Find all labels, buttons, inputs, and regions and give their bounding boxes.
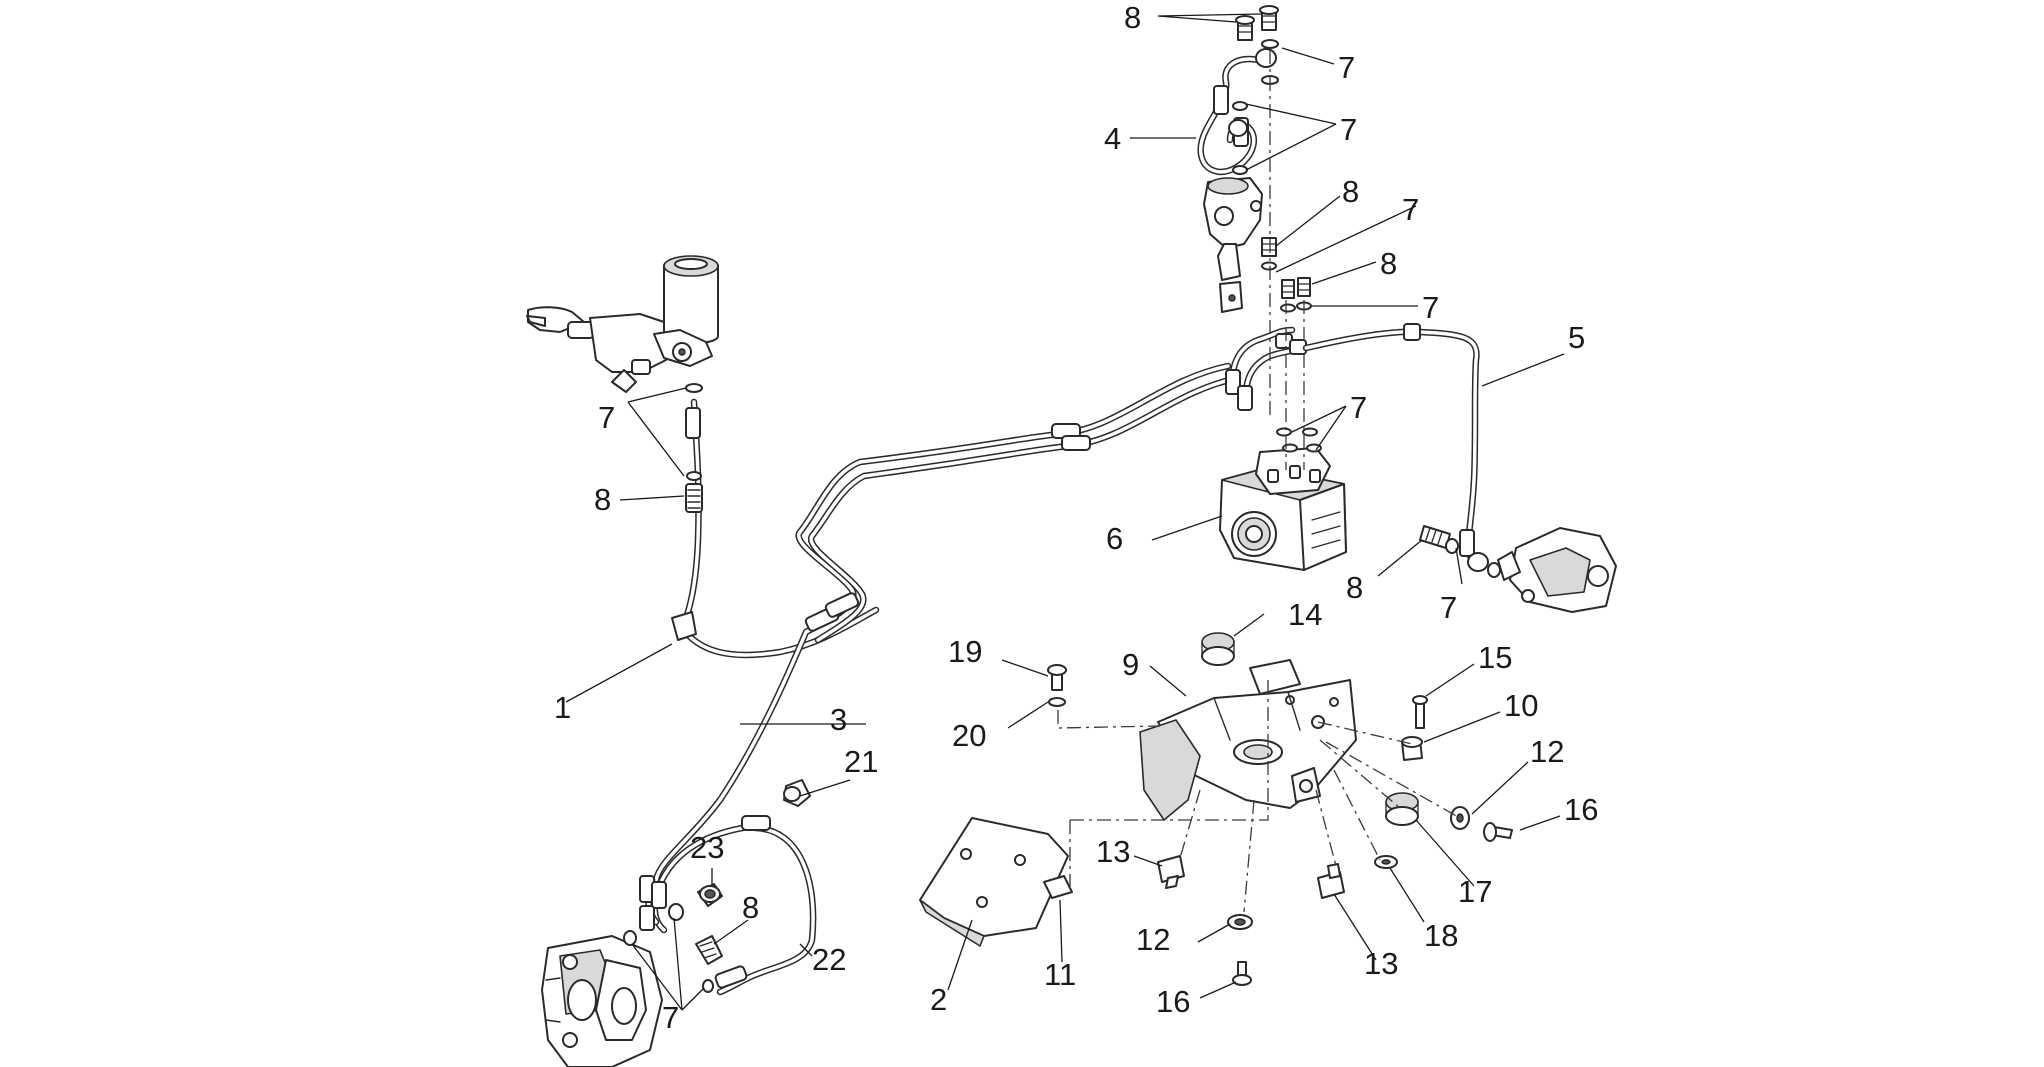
washer-12-bottom [1227, 914, 1253, 930]
abs-modulator-unit [1219, 427, 1347, 571]
rear-brake-caliper [1497, 527, 1617, 613]
callout-7-abs: 7 [1422, 290, 1439, 325]
callout-13-left: 13 [1096, 834, 1130, 869]
callout-7-left: 7 [598, 400, 615, 435]
rear-brake-master-cylinder [1203, 177, 1263, 313]
callout-23: 23 [690, 830, 724, 865]
callout-7-rear: 7 [1440, 590, 1457, 625]
rubber-grommet-14 [1201, 632, 1235, 666]
banjo-bolt-rear [1419, 525, 1501, 578]
callout-4: 4 [1104, 121, 1121, 156]
callout-19: 19 [948, 634, 982, 669]
callout-12-right: 12 [1530, 734, 1564, 769]
callout-16-bottom: 16 [1156, 984, 1190, 1019]
front-brake-master-cylinder [526, 255, 719, 393]
bolt-13-right [1317, 863, 1345, 899]
callout-2: 2 [930, 982, 947, 1017]
callout-7-absbody: 7 [1350, 390, 1367, 425]
callout-8-bottom: 8 [742, 890, 759, 925]
brake-hose-1 [671, 383, 880, 659]
banjo-bolts-top [1235, 5, 1279, 41]
callout-20: 20 [952, 718, 986, 753]
callout-18: 18 [1424, 918, 1458, 953]
brake-hose-22 [714, 815, 817, 996]
copper-washers-lower [623, 903, 714, 993]
callout-1: 1 [554, 690, 571, 725]
bolt-16-bottom [1232, 961, 1252, 986]
callout-8-rear: 8 [1346, 570, 1363, 605]
washer-18 [1374, 855, 1398, 869]
callout-8-rmc: 8 [1342, 174, 1359, 209]
speed-nut-11 [1043, 875, 1073, 899]
callout-21: 21 [844, 744, 878, 779]
callout-labels: 8 7 4 7 8 7 8 7 5 7 8 7 6 8 7 14 19 9 15… [554, 0, 1598, 1035]
bolt-15 [1412, 695, 1428, 729]
callout-13-right: 13 [1364, 946, 1398, 981]
abs-mounting-bracket [1139, 659, 1357, 821]
callout-15: 15 [1478, 640, 1512, 675]
callout-12-bottom: 12 [1136, 922, 1170, 957]
callout-6: 6 [1106, 521, 1123, 556]
callout-14: 14 [1288, 597, 1322, 632]
callout-3: 3 [830, 702, 847, 737]
spacer-10 [1401, 736, 1423, 761]
front-brake-caliper [541, 935, 663, 1067]
callout-17: 17 [1458, 874, 1492, 909]
brake-pipe-3 [652, 362, 1242, 884]
callout-7-top: 7 [1338, 50, 1355, 85]
callout-8-abs: 8 [1380, 246, 1397, 281]
brake-hose-5 [1302, 323, 1489, 572]
callout-16-right: 16 [1564, 792, 1598, 827]
callout-22: 22 [812, 942, 846, 977]
callout-10: 10 [1504, 688, 1538, 723]
hose-clamp-21 [783, 779, 811, 807]
brake-hose-4 [1197, 48, 1277, 176]
bleed-screw-8-bottom [695, 935, 723, 965]
front-caliper-lines [639, 822, 760, 934]
callout-7-bottom: 7 [662, 1000, 679, 1035]
banjo-bolts-abs [1261, 237, 1312, 313]
banjo-bolt-23 [697, 883, 723, 907]
callout-11: 11 [1044, 957, 1076, 992]
abs-outlet-pipes [1225, 326, 1310, 411]
callout-7-hose4: 7 [1340, 112, 1357, 147]
bracket-plate-2 [919, 817, 1069, 947]
leader-lines [565, 13, 1565, 1011]
callout-8-top: 8 [1124, 0, 1141, 35]
callout-9: 9 [1122, 647, 1139, 682]
washer-20 [1048, 697, 1066, 707]
callout-5: 5 [1568, 320, 1585, 355]
assembly-axis-lines [1057, 50, 1461, 913]
rubber-grommet-17 [1385, 792, 1419, 826]
copper-washers-top [1232, 39, 1279, 175]
bolt-13-left [1157, 855, 1185, 889]
bolt-16-right [1483, 822, 1513, 842]
bolt-19 [1047, 664, 1067, 691]
callout-7-rmc: 7 [1402, 192, 1419, 227]
callout-8-left: 8 [594, 482, 611, 517]
